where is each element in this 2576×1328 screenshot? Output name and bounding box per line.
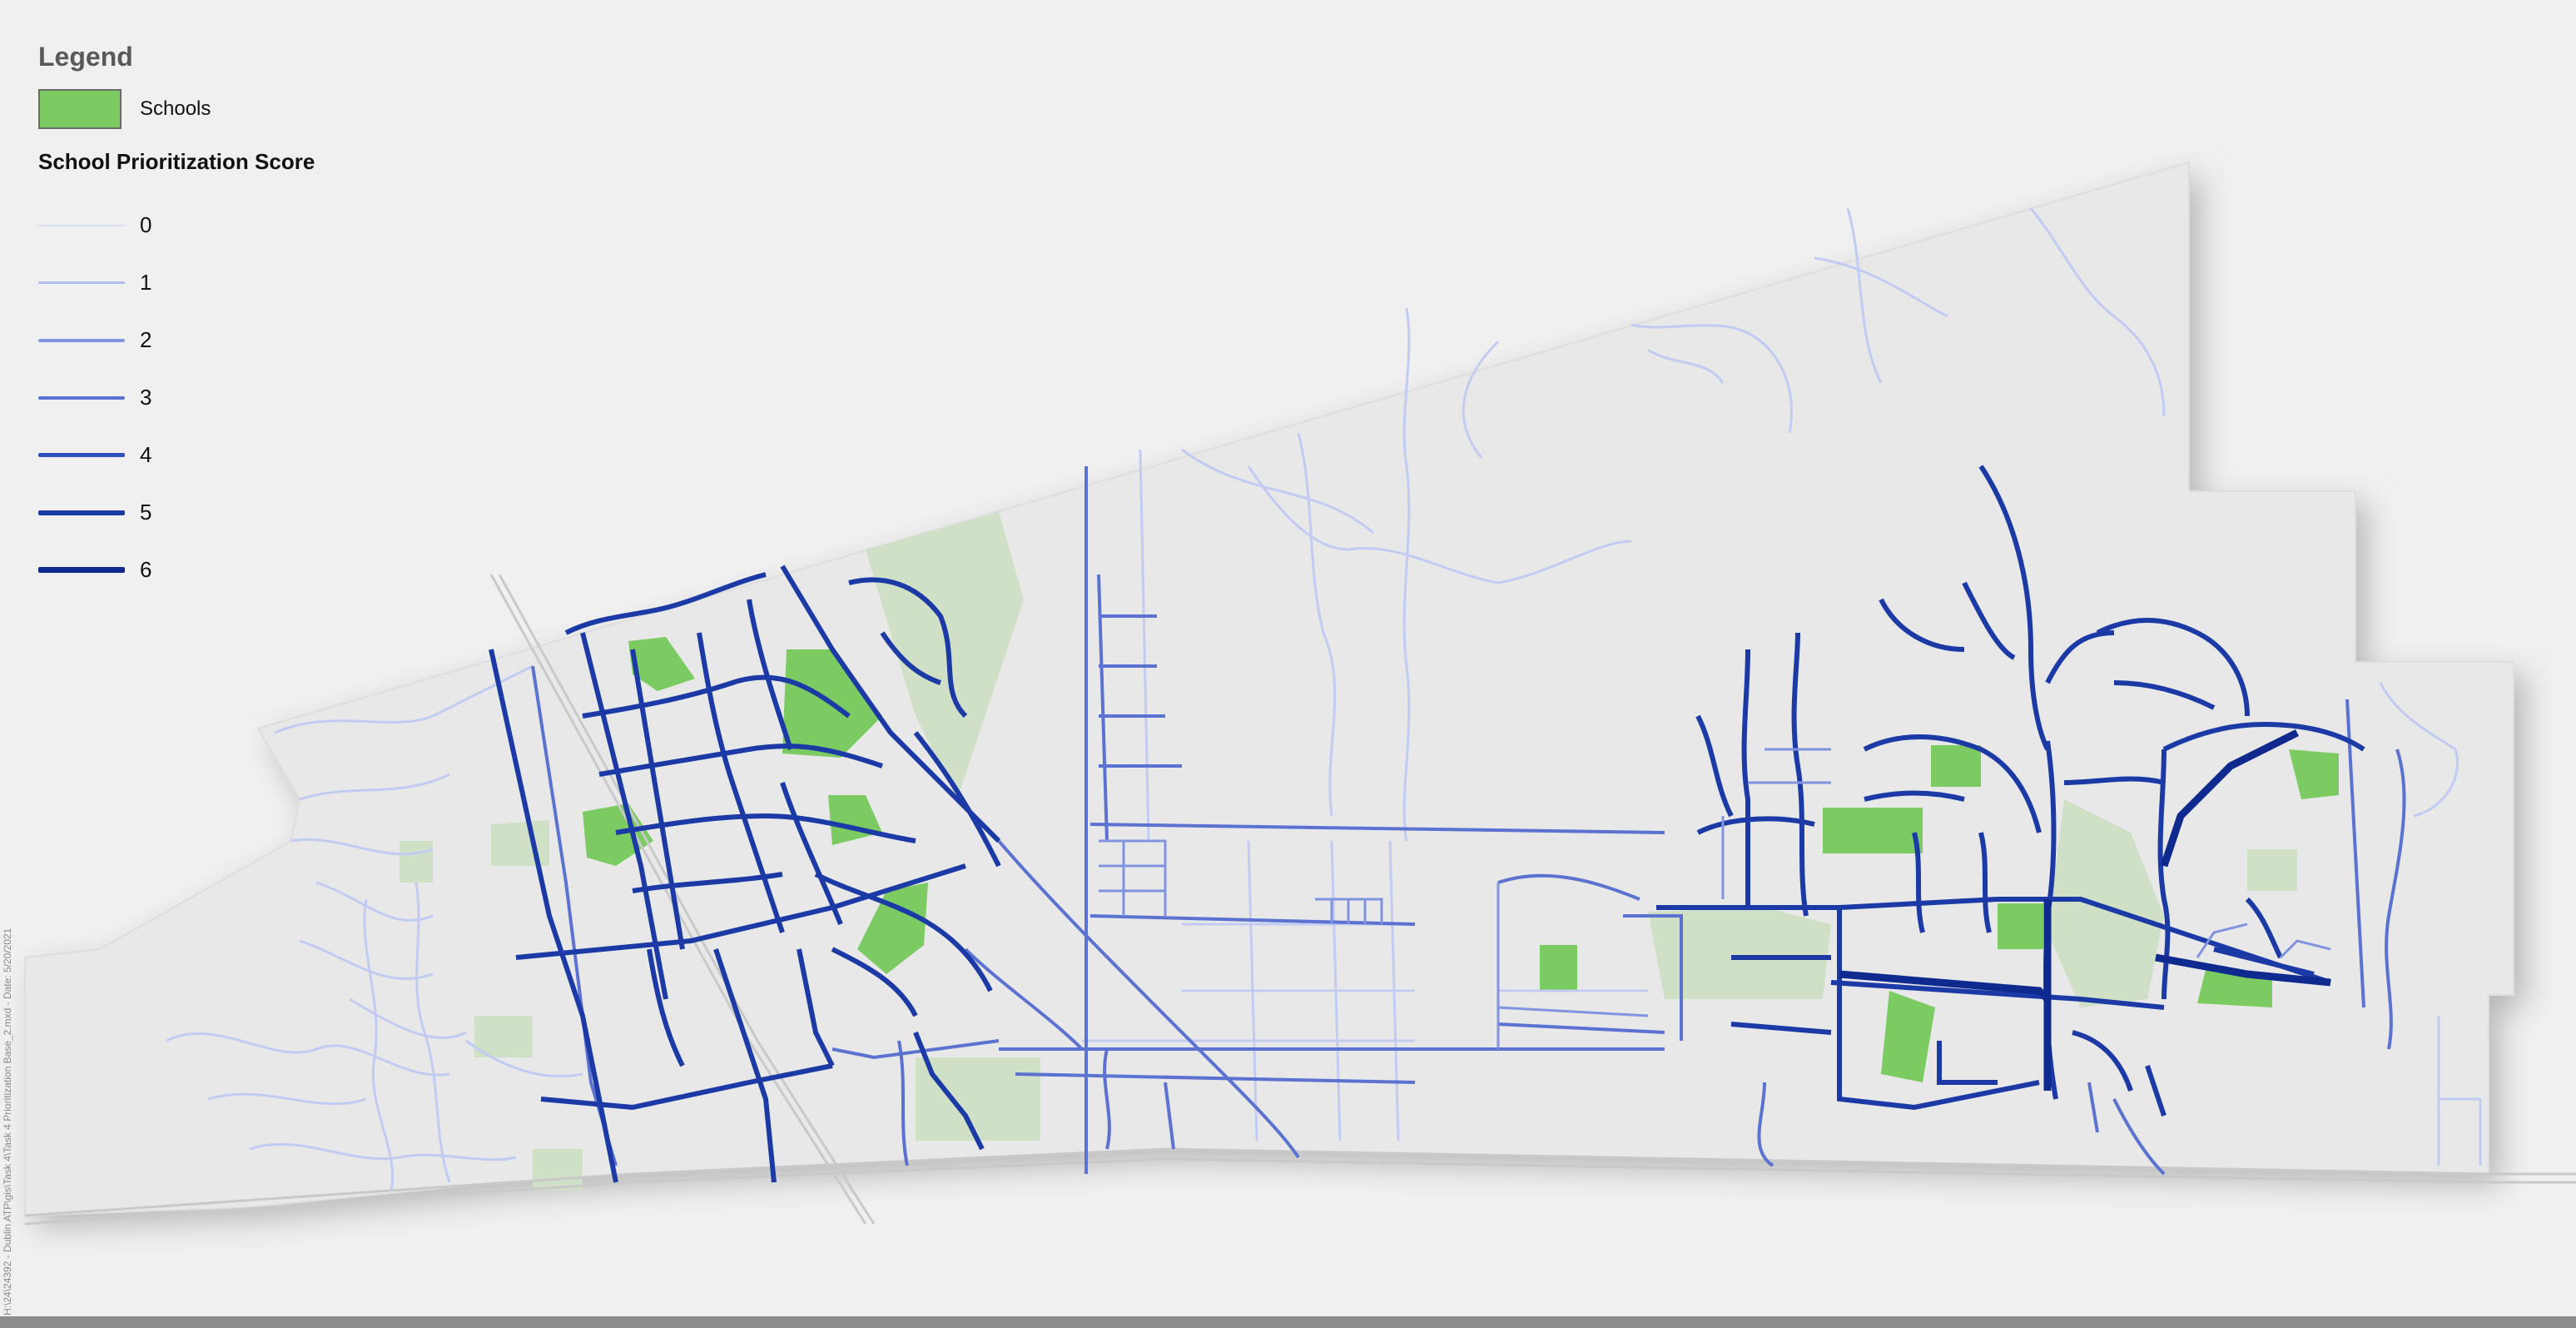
streets-score-4-6-east [1656,465,2365,1117]
score-line-swatch [38,510,125,515]
city-boundary [24,161,2514,1217]
park [400,841,433,883]
schools-swatch [38,89,122,129]
streets-score-6 [1839,729,2331,1091]
school [1540,945,1577,991]
park [2247,849,2297,891]
freeways [24,574,2576,1226]
score-label: 6 [140,557,152,582]
school [1823,808,1923,853]
park [474,1016,533,1057]
park [1648,908,1831,999]
park [916,1057,1040,1141]
park [533,1149,583,1191]
streets-score-2-3 [531,466,2406,1176]
score-label: 3 [140,385,152,410]
score-label: 5 [140,500,152,525]
map-legend: Legend Schools School Prioritization Sco… [38,42,388,599]
score-legend-entry: 1 [38,254,388,311]
school [1931,745,1981,787]
grid-streets [1099,748,2331,1049]
file-path-note: H:\24\24392 - Dublin ATP\gis\Task 4\Task… [2,928,13,1316]
school [2197,970,2272,1007]
score-label: 4 [140,442,152,467]
legend-title: Legend [38,42,133,72]
score-legend-entry: 2 [38,311,388,369]
score-legend-entry: 6 [38,541,388,599]
park [491,820,549,866]
score-line-swatch [38,224,125,226]
bottom-bar [0,1316,2576,1328]
park [866,512,1024,799]
score-legend-entry: 5 [38,484,388,541]
score-legend-entries: 0 1 2 3 4 5 6 [38,196,388,599]
score-legend-entry: 3 [38,369,388,426]
park [2047,799,2164,1007]
schools-label: Schools [140,97,211,120]
score-label: 2 [140,327,152,352]
score-legend-entry: 0 [38,196,388,254]
school [2289,749,2339,799]
schools [583,637,2339,1082]
score-line-swatch [38,281,125,284]
streets-score-4-6-west [489,565,1001,1183]
school [628,637,695,691]
school [1998,903,2043,949]
score-line-swatch [38,395,125,400]
score-label: 1 [140,270,152,295]
score-legend-entry: 4 [38,426,388,484]
school [857,883,928,974]
legend-schools-entry: Schools [38,89,388,129]
score-line-swatch [38,453,125,457]
school [1881,991,1935,1082]
streets-score-0-1 [166,207,2482,1191]
score-label: 0 [140,212,152,237]
score-line-swatch [38,567,125,573]
score-legend-title: School Prioritization Score [38,149,315,174]
score-line-swatch [38,338,125,342]
